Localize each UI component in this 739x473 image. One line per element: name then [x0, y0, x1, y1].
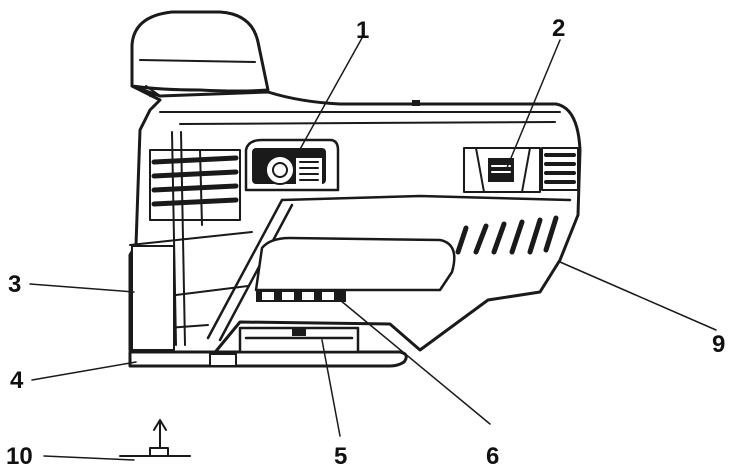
front-vent-slots — [541, 147, 579, 191]
rear-vent-grille — [149, 149, 241, 226]
lower-vent-slots — [455, 215, 559, 255]
callout-2: 2 — [552, 15, 565, 42]
callout-3: 3 — [8, 271, 21, 298]
leader-lines — [29, 37, 717, 461]
callout-9: 9 — [712, 331, 725, 358]
callout-4: 4 — [10, 367, 24, 394]
speed-selector — [463, 147, 541, 193]
callout-1: 1 — [356, 17, 369, 44]
blade-guard — [131, 245, 175, 351]
callout-5: 5 — [334, 443, 347, 470]
callout-10: 10 — [6, 443, 33, 470]
base-plate — [128, 326, 408, 368]
pendulum-wheel — [256, 290, 346, 302]
callout-6: 6 — [486, 443, 499, 470]
handle — [130, 10, 270, 101]
switch-lock-button — [244, 138, 340, 192]
motor-window — [206, 194, 572, 342]
arrow-up-icon — [119, 419, 191, 457]
